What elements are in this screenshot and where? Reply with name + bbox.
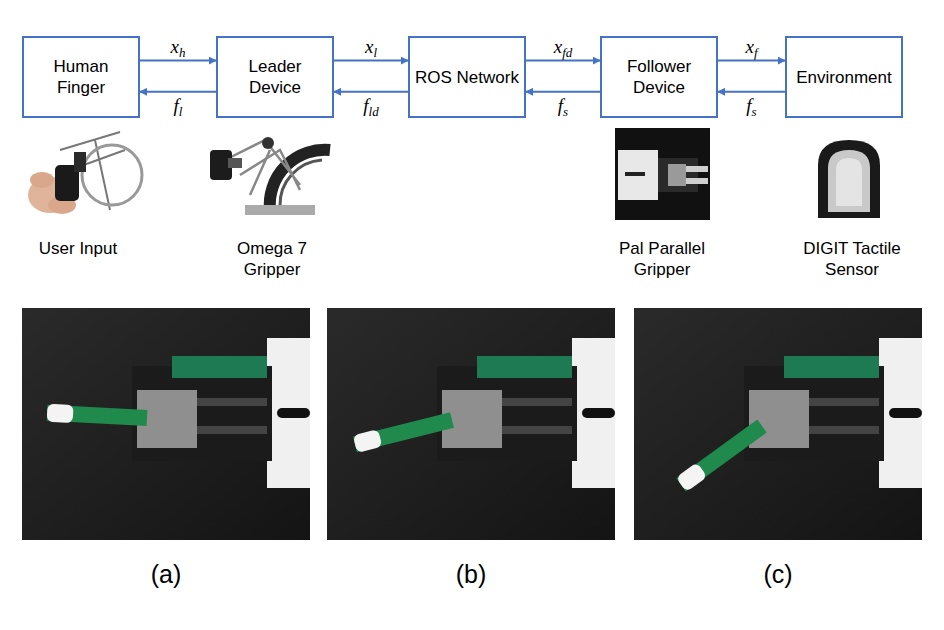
process-box: Human Finger xyxy=(22,36,140,118)
signal-name: fl xyxy=(174,96,183,116)
signal-name: fs xyxy=(558,96,568,116)
panel-letter: (a) xyxy=(136,560,196,588)
symbol: f xyxy=(174,95,179,116)
signal-arrow xyxy=(334,60,408,62)
digit-sensor-photo xyxy=(818,140,880,218)
symbol: x xyxy=(745,36,753,57)
signal-name: fs xyxy=(746,96,756,116)
omega7-photo xyxy=(205,125,335,222)
symbol: f xyxy=(363,95,368,116)
symbol: x xyxy=(365,36,373,57)
signal-name: xh xyxy=(171,37,186,57)
image-caption: Omega 7 Gripper xyxy=(222,238,322,280)
subscript: ld xyxy=(369,104,379,119)
user-input-photo xyxy=(25,125,142,222)
subscript: fd xyxy=(562,45,572,60)
image-caption: Pal Parallel Gripper xyxy=(602,238,722,280)
signal-arrow xyxy=(718,60,785,62)
panel-letter: (b) xyxy=(441,560,501,588)
process-box: Environment xyxy=(785,36,903,118)
symbol: f xyxy=(558,95,563,116)
signal-name: xf xyxy=(745,37,757,57)
panel-letter: (c) xyxy=(748,560,808,588)
signal-arrow xyxy=(526,91,600,93)
signal-arrow xyxy=(718,91,785,93)
signal-name: fld xyxy=(363,96,378,116)
pal-gripper-photo xyxy=(615,128,710,220)
subscript: l xyxy=(179,104,183,119)
signal-arrow xyxy=(526,60,600,62)
box-label: Follower Device xyxy=(607,56,711,98)
process-box: Leader Device xyxy=(216,36,334,118)
box-label: ROS Network xyxy=(415,67,519,88)
subscript: s xyxy=(752,104,757,119)
image-caption: User Input xyxy=(33,238,123,259)
subscript: s xyxy=(563,104,568,119)
symbol: x xyxy=(554,36,562,57)
symbol: f xyxy=(746,95,751,116)
symbol: x xyxy=(171,36,179,57)
signal-name: xfd xyxy=(554,37,573,57)
photo-panel xyxy=(327,308,615,540)
image-caption: DIGIT Tactile Sensor xyxy=(790,238,915,280)
process-box: ROS Network xyxy=(408,36,526,118)
box-label: Human Finger xyxy=(29,56,133,98)
process-box: Follower Device xyxy=(600,36,718,118)
box-label: Leader Device xyxy=(223,56,327,98)
signal-arrow xyxy=(140,91,216,93)
subscript: f xyxy=(754,45,758,60)
box-label: Environment xyxy=(796,67,891,88)
subscript: l xyxy=(373,45,377,60)
signal-name: xl xyxy=(365,37,377,57)
photo-panel xyxy=(634,308,922,540)
signal-arrow xyxy=(140,60,216,62)
subscript: h xyxy=(179,45,186,60)
signal-arrow xyxy=(334,91,408,93)
photo-panel xyxy=(22,308,310,540)
